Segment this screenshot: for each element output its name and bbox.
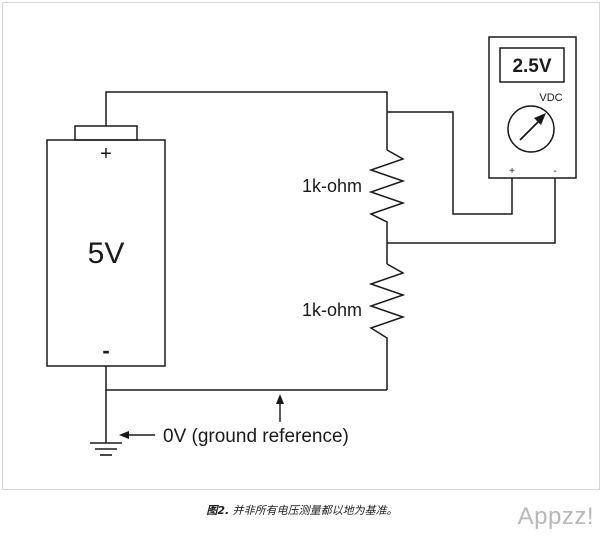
voltmeter-plus-symbol: + bbox=[509, 166, 515, 177]
ground-icon bbox=[90, 442, 122, 456]
voltmeter-minus-symbol: - bbox=[553, 166, 556, 177]
wire-top bbox=[105, 91, 388, 150]
figure-caption: 图2. 并非所有电压测量都以地为基准。 bbox=[0, 502, 604, 518]
battery-plus-symbol: + bbox=[100, 143, 112, 165]
battery-voltage-label: 5V bbox=[88, 237, 125, 270]
meter-plus-lead bbox=[387, 111, 513, 215]
caption-text: 并非所有电压测量都以地为基准。 bbox=[229, 504, 398, 517]
resistor-top-label: 1k-ohm bbox=[302, 176, 362, 196]
circuit-schematic: + 5V - 1k-ohm 1k-ohm 2.5V VDC + - 0V (gr… bbox=[46, 36, 577, 456]
resistor-bottom bbox=[368, 263, 406, 390]
resistor-top bbox=[368, 149, 406, 264]
gauge-dial-icon bbox=[507, 105, 555, 153]
watermark-logo: Appzz! bbox=[517, 503, 594, 530]
voltmeter-display bbox=[499, 47, 565, 83]
meter-minus-lead bbox=[387, 178, 556, 244]
resistor-bottom-label: 1k-ohm bbox=[302, 300, 362, 320]
battery-terminal bbox=[74, 125, 138, 141]
return-wire-arrow bbox=[276, 394, 284, 422]
voltmeter-reading: 2.5V bbox=[512, 56, 551, 77]
figure-number: 图2. bbox=[206, 504, 230, 517]
gauge-needle-icon bbox=[519, 113, 546, 141]
wire-bottom bbox=[105, 366, 387, 391]
battery-minus-symbol: - bbox=[102, 338, 109, 363]
ground-pointer-arrow bbox=[119, 431, 155, 439]
figure-frame bbox=[2, 2, 600, 490]
voltmeter-mode-label: VDC bbox=[539, 92, 562, 104]
voltmeter-body bbox=[488, 36, 577, 179]
ground-reference-label: 0V (ground reference) bbox=[163, 426, 349, 447]
